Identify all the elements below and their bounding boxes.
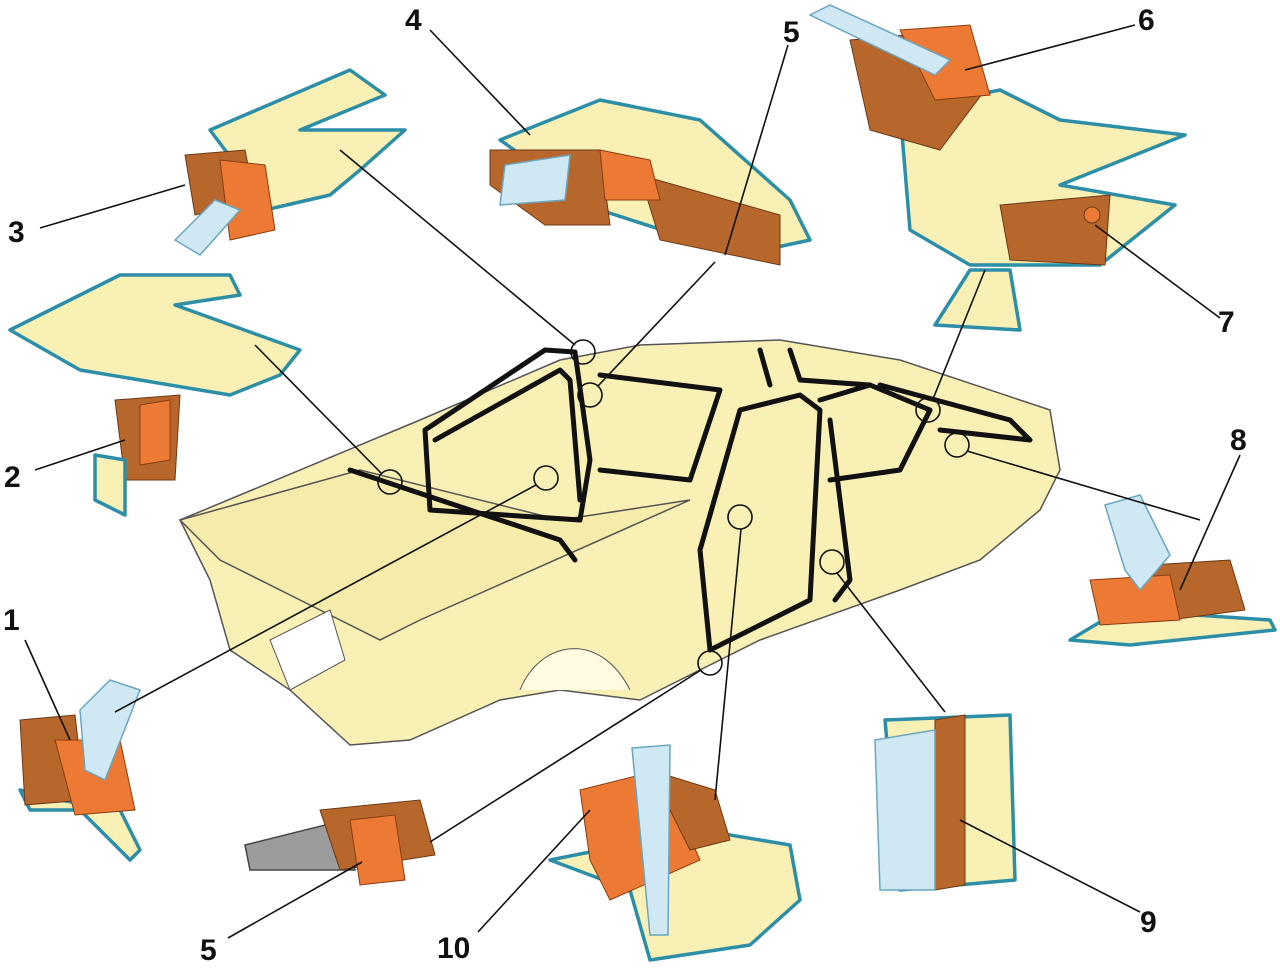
detail-8-rear-door-seal [1068,494,1277,647]
callout-circles [377,339,970,676]
detail-4-windshield-seal [489,98,812,266]
callout-circle [944,432,970,458]
label-6: 6 [1138,4,1155,37]
detail-5-door-seal-profile [244,799,436,886]
detail-6-7-rear-window-seal [808,4,1187,332]
detail-3-roof-seal [173,68,407,256]
callout-circle [819,549,845,575]
leader-lines [24,24,1241,939]
label-10: 10 [437,932,470,965]
seal-lines [347,347,1033,653]
label-5-bottom: 5 [200,934,217,967]
callout-circle [727,504,753,530]
callout-circle [533,465,559,491]
detail-9-door-edge-seal [874,713,1017,892]
detail-10-sill-seal [548,744,802,962]
label-7: 7 [1218,306,1235,339]
detail-2-hood-seal [8,273,302,517]
callout-labels: 4 5 6 3 2 7 8 1 5 10 9 [3,4,1247,967]
label-1: 1 [3,604,20,637]
detail-1-front-door-seal [18,679,142,862]
callout-circle [377,469,403,495]
label-9: 9 [1140,906,1157,939]
callout-circle [577,382,603,408]
callout-circle [915,397,941,423]
car-body [178,339,1061,746]
callout-circle [697,650,723,676]
callout-circle [570,339,596,365]
label-8: 8 [1230,424,1247,457]
label-3: 3 [8,216,25,249]
label-4: 4 [405,4,422,37]
label-5-top: 5 [783,16,800,49]
label-2: 2 [4,461,21,494]
